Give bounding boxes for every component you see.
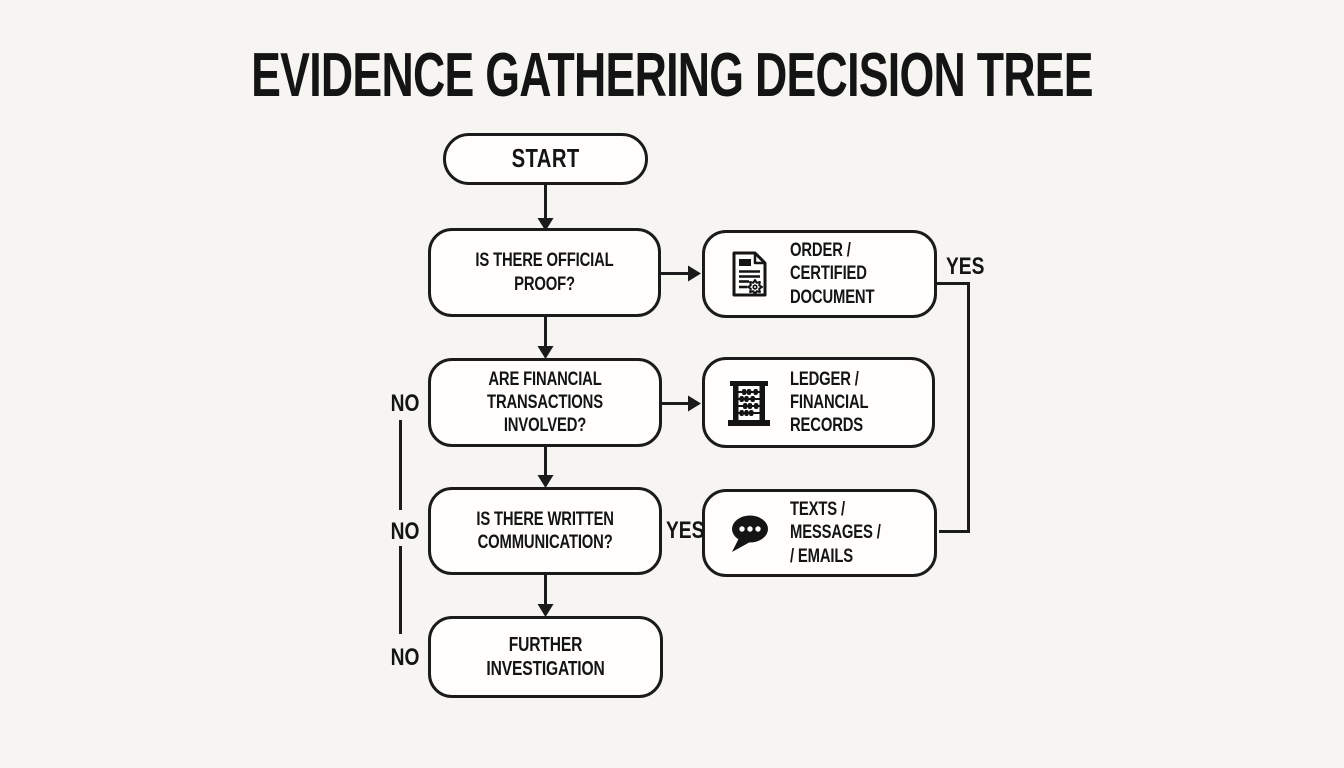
decision-official-proof: IS THERE OFFICIAL PROOF? xyxy=(428,228,661,317)
arrow-written-to-further-investigation xyxy=(537,575,554,617)
outcome-ledger: LEDGER / FINANCIAL RECORDS xyxy=(702,357,935,448)
outcome-ledger-label: LEDGER / FINANCIAL RECORDS xyxy=(790,368,869,437)
outcome-order-document-label: ORDER / CERTIFIED DOCUMENT xyxy=(790,240,875,308)
edge-label-no-financial: NO xyxy=(390,390,420,417)
arrow-financial-to-written xyxy=(537,447,554,488)
arrow-official-proof-to-order-document xyxy=(661,265,701,282)
edge-label-no-written: NO xyxy=(390,518,420,545)
outcome-further-investigation-label: FURTHER INVESTIGATION xyxy=(486,633,605,680)
edge-label-no-further: NO xyxy=(390,644,420,671)
start-node: START xyxy=(443,133,648,185)
decision-written-communication-label: IS THERE WRITTEN COMMUNICATION? xyxy=(476,508,614,553)
diagram-title: EVIDENCE GATHERING DECISION TREE xyxy=(251,41,1093,110)
decision-financial-transactions-label: ARE FINANCIAL TRANSACTIONS INVOLVED? xyxy=(487,368,603,437)
certified-document-icon xyxy=(725,250,773,298)
decision-written-communication: IS THERE WRITTEN COMMUNICATION? xyxy=(428,487,662,575)
arrow-start-to-official-proof xyxy=(537,185,554,231)
edge-label-yes-official-proof: YES xyxy=(946,253,985,280)
start-label: START xyxy=(511,143,580,174)
decision-official-proof-label: IS THERE OFFICIAL PROOF? xyxy=(475,250,614,295)
outcome-texts-messages: TEXTS / MESSAGES / / EMAILS xyxy=(702,489,937,577)
yes-connector-line xyxy=(937,282,970,533)
arrow-official-proof-to-financial xyxy=(537,317,554,359)
outcome-further-investigation: FURTHER INVESTIGATION xyxy=(428,616,663,698)
edge-label-yes-written: YES xyxy=(666,517,705,544)
outcome-order-document: ORDER / CERTIFIED DOCUMENT xyxy=(702,230,937,318)
arrow-financial-to-ledger xyxy=(662,395,701,412)
abacus-icon xyxy=(725,379,773,427)
speech-bubble-icon xyxy=(725,509,773,557)
decision-financial-transactions: ARE FINANCIAL TRANSACTIONS INVOLVED? xyxy=(428,358,662,447)
outcome-texts-messages-label: TEXTS / MESSAGES / / EMAILS xyxy=(790,499,881,567)
